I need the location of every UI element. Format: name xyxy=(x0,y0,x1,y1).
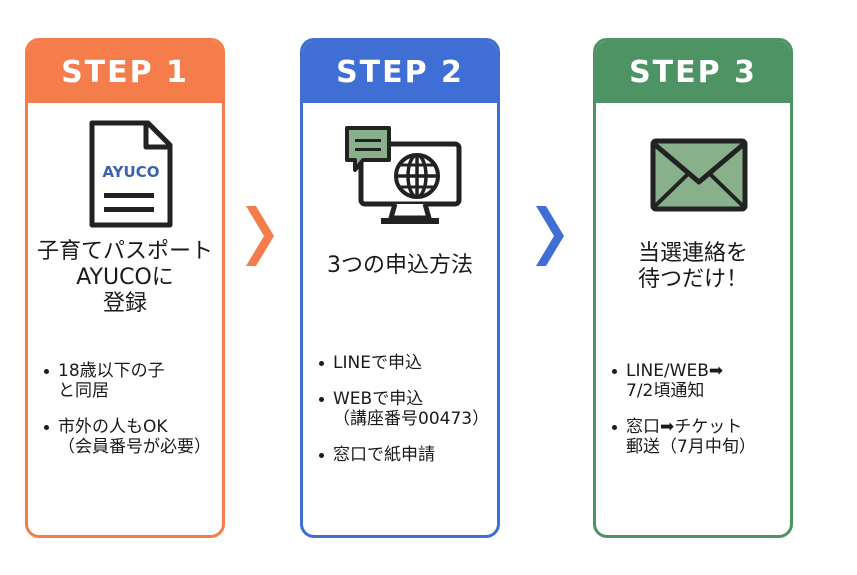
step-3-title: 当選連絡を 待つだけ！ xyxy=(637,241,748,292)
step-1-card: STEP 1 AYUCO 子育てパスポート AYUCOに 登録 18歳以下の子 … xyxy=(25,38,225,538)
chevron-right-icon xyxy=(536,206,564,266)
step-1-bullet-2: 市外の人もOK （会員番号が必要） xyxy=(42,417,214,457)
step-1-title: 子育てパスポート AYUCOに 登録 xyxy=(36,239,213,316)
step-3-bullet-2: 窓口➡チケット 郵送（7月中旬） xyxy=(610,417,782,457)
step-2-header: STEP 2 xyxy=(303,41,497,103)
document-icon: AYUCO xyxy=(89,120,173,228)
step-2-title: 3つの申込方法 xyxy=(327,253,473,278)
step-2-bullet-3: 窓口で紙申請 xyxy=(317,445,489,465)
step-2-bullet-2: WEBで申込 （講座番号00473） xyxy=(317,389,489,429)
chevron-right-icon xyxy=(246,206,274,266)
step-2-card: STEP 2 3つの申込方法 LINEで申込 WEBで申込 （講座番号00473… xyxy=(300,38,500,538)
document-icon-text: AYUCO xyxy=(103,163,160,181)
computer-chat-globe-icon xyxy=(345,126,462,224)
step-1-header: STEP 1 xyxy=(28,41,222,103)
step-3-header: STEP 3 xyxy=(596,41,790,103)
envelope-icon xyxy=(650,138,748,212)
step-3-bullet-1: LINE/WEB➡ 7/2頃通知 xyxy=(610,361,782,401)
step-2-bullet-1: LINEで申込 xyxy=(317,353,489,373)
step-1-bullet-1: 18歳以下の子 と同居 xyxy=(42,361,214,401)
step-3-card: STEP 3 当選連絡を 待つだけ！ LINE/WEB➡ 7/2頃通知 窓口➡チ… xyxy=(593,38,793,538)
